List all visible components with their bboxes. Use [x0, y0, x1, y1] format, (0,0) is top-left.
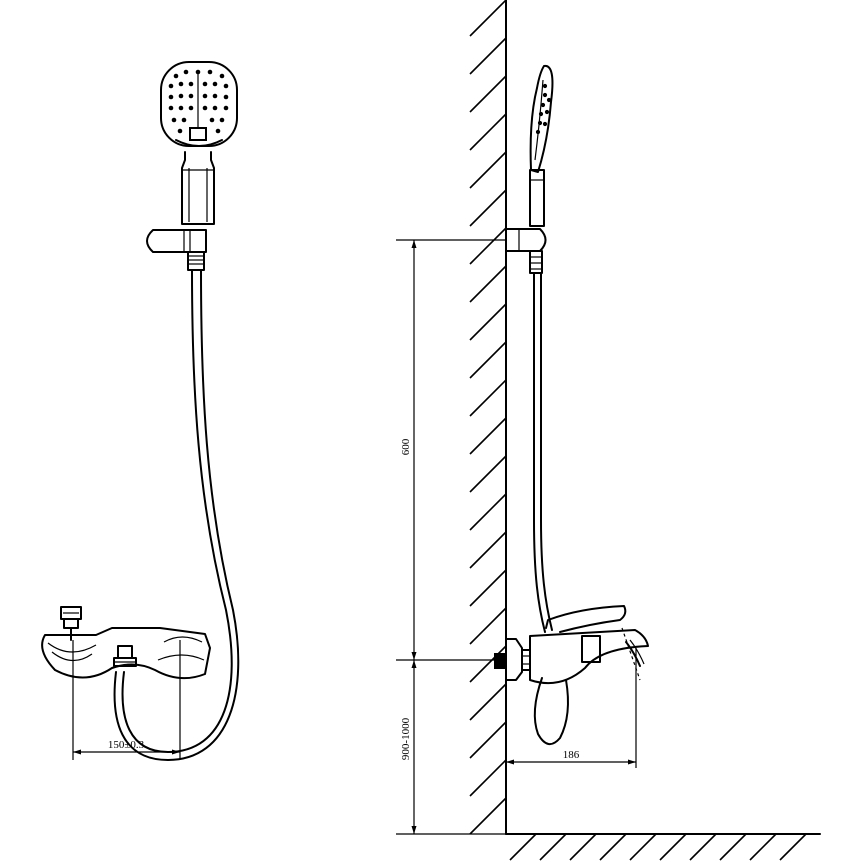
wall-holder-side — [505, 228, 547, 274]
mixer-body-front — [41, 627, 211, 680]
mixer-height-dimension: 900-1000 — [396, 660, 506, 835]
side-view: 600 900-1000 186 — [396, 0, 821, 861]
mixer-side — [494, 605, 649, 745]
wall-holder-front — [146, 229, 207, 271]
hand-shower-head-front — [160, 61, 238, 147]
mixer-height-label: 900-1000 — [400, 717, 412, 760]
hand-shower-side — [529, 64, 554, 227]
projection-dimension: 186 — [506, 648, 637, 768]
holder-height-dimension: 600 — [396, 239, 506, 661]
front-view: 150±0.3 — [41, 61, 240, 761]
projection-label: 186 — [563, 749, 580, 761]
center-spacing-dimension: 150±0.3 — [72, 640, 181, 760]
shower-hose-front — [113, 269, 240, 761]
shower-hose-side — [533, 272, 553, 633]
holder-height-label: 600 — [400, 438, 412, 455]
center-spacing-label: 150±0.3 — [108, 739, 145, 751]
floor — [505, 833, 821, 861]
inlet-connector-front — [60, 606, 82, 641]
wall — [469, 0, 507, 835]
hand-shower-handle-front — [181, 151, 215, 225]
